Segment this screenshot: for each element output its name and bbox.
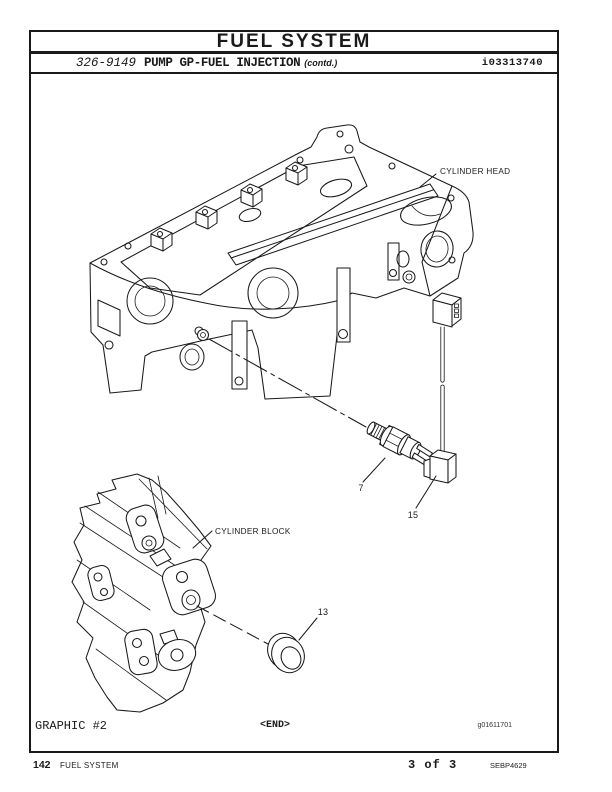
graphic-id: g01611701	[477, 722, 512, 729]
graphic-area: GRAPHIC #2 <END> g01611701	[31, 74, 557, 751]
item-13-leader	[298, 617, 318, 641]
graphic-caption-row: GRAPHIC #2 <END> g01611701	[31, 719, 557, 733]
item-7-number: 7	[358, 483, 363, 493]
document-id: i03313740	[481, 57, 543, 69]
cylinder-head-label: CYLINDER HEAD	[440, 167, 510, 176]
sensor-drawing	[366, 421, 433, 466]
page-footer: 142 FUEL SYSTEM 3 of 3 SEBP4629	[0, 758, 612, 775]
cylinder-block-leader	[192, 530, 213, 549]
item-13-number: 13	[318, 607, 329, 617]
cylinder-head-leader	[419, 173, 437, 188]
cylinder-block-label: CYLINDER BLOCK	[215, 527, 291, 536]
item-15-number: 15	[408, 510, 419, 520]
item-15-leader	[415, 475, 437, 509]
end-marker: <END>	[260, 720, 291, 731]
item-7-leader	[362, 457, 386, 483]
seal-position-leader	[196, 605, 269, 645]
section-header-row: 326-9149 PUMP GP-FUEL INJECTION (contd.)…	[31, 54, 557, 74]
footer-page-indicator: 3 of 3	[408, 758, 458, 772]
footer-page-number: 142	[33, 759, 51, 771]
sensor-position-leader	[208, 338, 367, 428]
cylinder-block-drawing	[71, 473, 217, 713]
section-title: PUMP GP-FUEL INJECTION	[144, 56, 301, 70]
footer-manual-code: SEBP4629	[490, 761, 527, 770]
graphic-caption: GRAPHIC #2	[35, 719, 108, 733]
harness-drawing	[423, 292, 462, 484]
page-title: FUEL SYSTEM	[31, 31, 557, 54]
seal-ring-drawing	[267, 632, 305, 674]
section-number: 326-9149	[76, 56, 137, 70]
footer-section-label: FUEL SYSTEM	[60, 761, 119, 770]
cylinder-head-drawing	[89, 124, 474, 400]
continued-note: (contd.)	[304, 58, 338, 68]
